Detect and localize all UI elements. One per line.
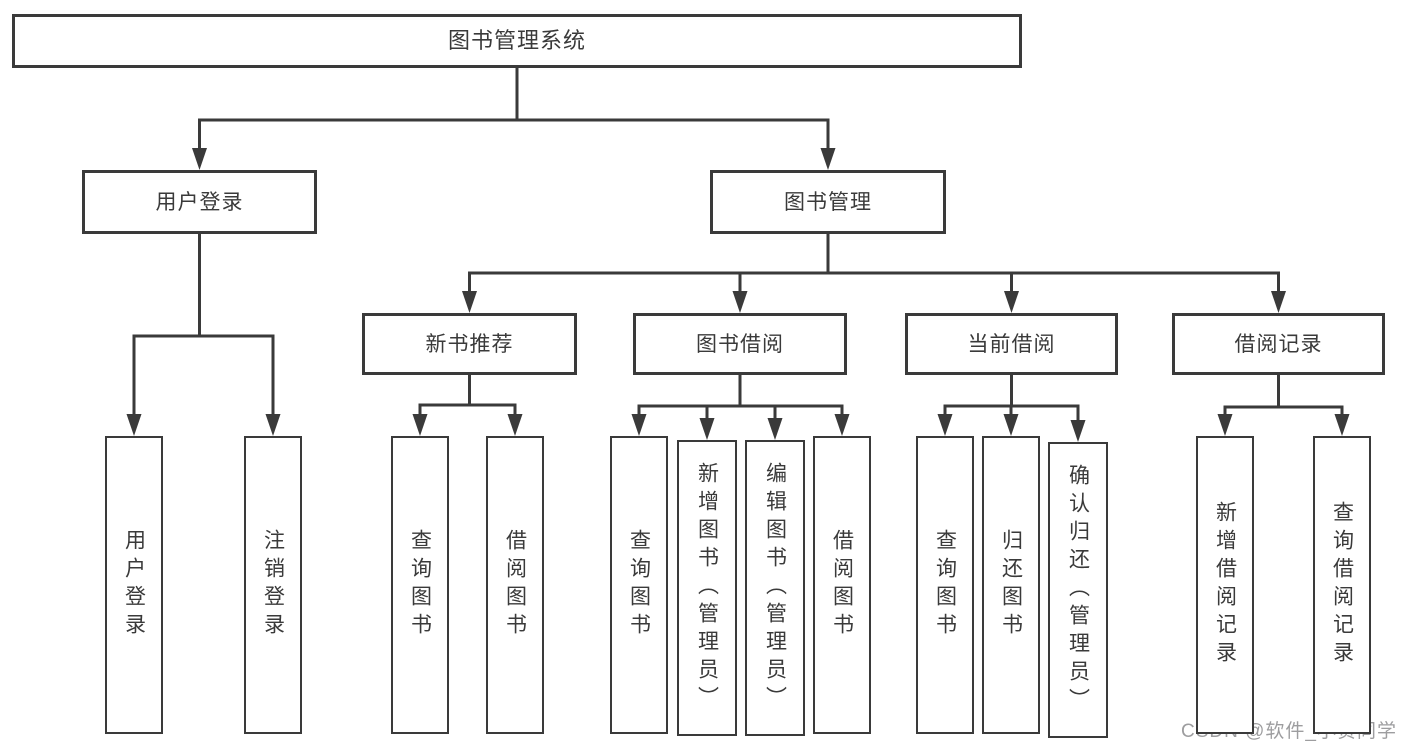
node-label: 用户登录 (155, 190, 244, 214)
arrowhead (820, 148, 836, 170)
node-leaf-user-login: 用户登录 (105, 436, 163, 734)
arrowhead (834, 414, 850, 436)
node-leaf-br-add-record: 新增借阅记录 (1196, 436, 1254, 734)
node-leaf-cb-confirm: 确认归还（管理员） (1048, 442, 1108, 738)
node-label: 查询图书 (408, 529, 432, 641)
node-leaf-bb-query-book: 查询图书 (610, 436, 668, 734)
arrowhead (631, 414, 647, 436)
arrowhead (767, 418, 783, 440)
node-book-mgmt: 图书管理 (710, 170, 946, 234)
node-label: 注销登录 (261, 529, 285, 641)
node-label: 查询借阅记录 (1330, 501, 1354, 669)
node-book-borrow: 图书借阅 (633, 313, 847, 375)
node-label: 用户登录 (122, 529, 146, 641)
arrowhead (192, 148, 207, 170)
arrowhead (1003, 414, 1019, 436)
arrowhead (126, 414, 142, 436)
node-root: 图书管理系统 (12, 14, 1022, 68)
node-label: 借阅图书 (830, 529, 854, 641)
arrowhead (1334, 414, 1350, 436)
node-label: 图书管理 (784, 190, 872, 214)
node-new-book-rec: 新书推荐 (362, 313, 577, 375)
node-label: 新增借阅记录 (1213, 501, 1237, 669)
arrowhead (732, 291, 748, 313)
node-label: 图书管理系统 (447, 28, 586, 53)
node-leaf-cb-query-book: 查询图书 (916, 436, 974, 734)
node-label: 当前借阅 (967, 332, 1056, 356)
node-user-login: 用户登录 (82, 170, 317, 234)
node-leaf-nr-query-book: 查询图书 (391, 436, 449, 734)
node-label: 新增图书（管理员） (695, 462, 719, 714)
node-label: 图书借阅 (696, 332, 784, 356)
arrowhead (265, 414, 281, 436)
node-label: 编辑图书（管理员） (763, 462, 787, 714)
node-leaf-bb-edit-book: 编辑图书（管理员） (745, 440, 805, 736)
node-leaf-bb-borrow-book: 借阅图书 (813, 436, 871, 734)
node-label: 查询图书 (627, 529, 651, 641)
arrowhead (412, 414, 428, 436)
arrowhead (462, 291, 477, 313)
node-borrow-records: 借阅记录 (1172, 313, 1385, 375)
node-leaf-nr-borrow-book: 借阅图书 (486, 436, 544, 734)
node-label: 新书推荐 (425, 332, 514, 356)
node-label: 查询图书 (933, 529, 957, 641)
arrowhead (1217, 414, 1233, 436)
arrowhead (699, 418, 715, 440)
arrowhead (507, 414, 523, 436)
node-leaf-br-query-record: 查询借阅记录 (1313, 436, 1371, 734)
arrowhead (1004, 291, 1019, 313)
node-label: 归还图书 (999, 529, 1023, 641)
node-leaf-bb-add-book: 新增图书（管理员） (677, 440, 737, 736)
node-label: 确认归还（管理员） (1066, 464, 1090, 716)
node-leaf-logout: 注销登录 (244, 436, 302, 734)
arrowhead (1271, 291, 1286, 313)
arrowhead (937, 414, 953, 436)
node-label: 借阅记录 (1234, 332, 1323, 356)
node-leaf-cb-return-book: 归还图书 (982, 436, 1040, 734)
node-label: 借阅图书 (503, 529, 527, 641)
arrowhead (1070, 420, 1086, 442)
node-current-borrow: 当前借阅 (905, 313, 1118, 375)
